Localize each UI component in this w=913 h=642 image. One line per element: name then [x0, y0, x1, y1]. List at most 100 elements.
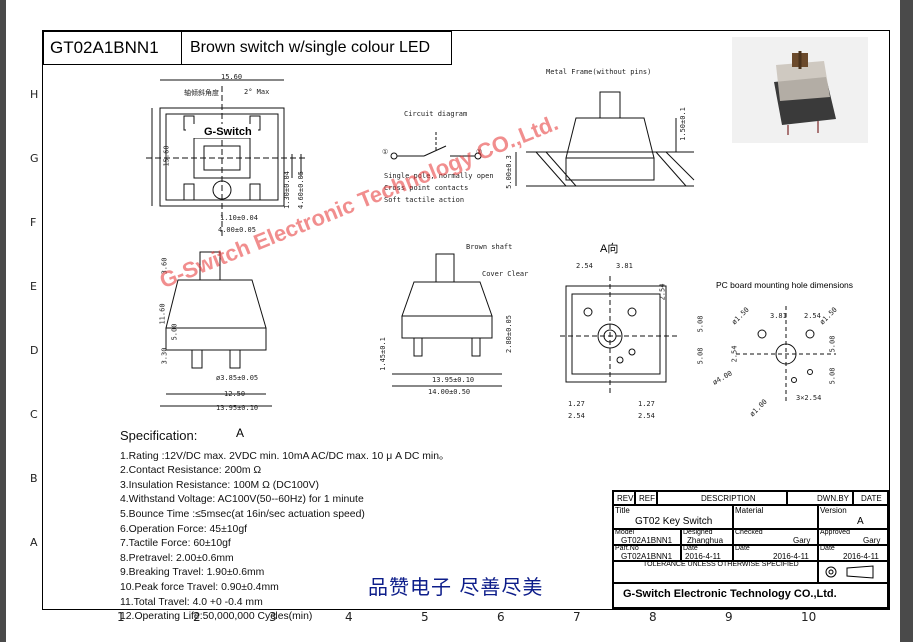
metal-frame-d2: 1.50±0.1	[678, 107, 687, 141]
dim-top-width: 15.60	[221, 73, 243, 81]
circuit-node-1: ①	[382, 148, 389, 156]
spec-item: 9.Breaking Travel: 1.90±0.6mm	[120, 567, 265, 579]
tb-date: DATE	[861, 494, 882, 503]
spec-item: 5.Bounce Time :≤5msec(at 16in/sec actuat…	[120, 508, 365, 520]
bottom-d9: 2.54	[638, 412, 655, 420]
column-number: 3	[269, 610, 277, 624]
dim-angle: 轴倾斜角度	[184, 89, 219, 97]
tb-partno-label: Part.No	[615, 545, 639, 552]
side-d2: 11.60	[158, 303, 167, 325]
bottom-d4: 5.08	[696, 315, 705, 333]
front-d3: 13.95±0.10	[432, 376, 475, 384]
tb-approved-label: Approved	[820, 529, 850, 536]
dim-top-3: 1.30±0.04	[282, 171, 291, 209]
front-cover-label: Cover Clear	[482, 270, 529, 278]
row-marker: C	[30, 408, 38, 421]
column-number: 4	[345, 610, 353, 624]
spec-heading: Specification:	[120, 428, 198, 443]
tb-material-label: Material	[735, 506, 764, 515]
tb-date2-value: 2016-4-11	[773, 552, 809, 561]
spec-item: 6.Operation Force: 45±10gf	[120, 523, 248, 535]
tb-company: G-Switch Electronic Technology CO.,Ltd.	[623, 588, 837, 600]
row-marker: F	[30, 216, 37, 229]
metal-frame-title: Metal Frame(without pins)	[546, 68, 652, 76]
part-code: GT02A1BNN1	[44, 32, 182, 64]
front-shaft-label: Brown shaft	[466, 243, 513, 251]
bottom-d8: 2.54	[568, 412, 585, 420]
dim-angle-max: 2° Max	[244, 88, 270, 96]
spec-item: 4.Withstand Voltage: AC100V(50--60Hz) fo…	[120, 494, 364, 506]
tb-ref: REF	[639, 494, 655, 503]
side-d5: ø3.85±0.05	[216, 374, 259, 382]
front-view-drawing	[392, 253, 502, 387]
tb-date2-label: Date	[735, 545, 750, 552]
pcb-d3: 2.54	[730, 345, 739, 363]
tb-description: DESCRIPTION	[701, 494, 756, 503]
row-marker: E	[30, 280, 37, 293]
bottom-d3: 2.54	[658, 283, 667, 301]
dim-top-2: 4.00±0.05	[218, 226, 256, 234]
tb-designed-label: Designed	[683, 529, 713, 536]
view-arrow-a: A	[236, 426, 245, 440]
tb-title-label: Title	[615, 506, 630, 515]
pcb-d4: 5.08	[828, 335, 837, 353]
circuit-node-2: ②	[476, 148, 483, 156]
bottom-d2: 3.81	[616, 262, 633, 270]
tb-date1-value: 2016-4-11	[685, 552, 721, 561]
bottom-d6: 1.27	[568, 400, 585, 408]
tb-checked-value: Gary	[793, 536, 811, 545]
side-d6: 12.50	[224, 390, 246, 398]
column-number: 6	[497, 610, 505, 624]
top-view-drawing	[146, 79, 306, 236]
chinese-slogan: 品赞电子 尽善尽美	[368, 575, 544, 599]
tb-dwn-by: DWN.BY	[817, 494, 849, 503]
column-number: 5	[421, 610, 429, 624]
column-number: 10	[801, 610, 817, 624]
tb-rev: REV	[617, 494, 634, 503]
dim-top-4: 4.60±0.05	[296, 171, 305, 209]
dim-top-height: 15.60	[162, 145, 171, 167]
spec-item: 11.Total Travel: 4.0 +0 -0.4 mm	[120, 596, 263, 608]
drawing-frame	[42, 30, 890, 610]
row-marker: B	[30, 472, 38, 485]
projection-symbol-icon	[825, 565, 874, 579]
spec-item: 1.Rating :12V/DC max. 2VDC min. 10mA AC/…	[120, 450, 450, 462]
tb-checked-label: Checked	[735, 529, 763, 536]
bottom-d1: 2.54	[576, 262, 593, 270]
pcb-d10: 3×2.54	[796, 394, 822, 402]
specification-block: Specification: 1.Rating :12V/DC max. 2VD…	[120, 428, 450, 625]
bottom-d7: 1.27	[638, 400, 655, 408]
row-marker: H	[30, 88, 39, 101]
product-photo	[732, 37, 868, 143]
dim-top-1: 1.10±0.04	[220, 214, 258, 222]
tb-version-label: Version	[820, 506, 847, 515]
tb-tolerance: TOLERANCE UNLESS OTHERWISE SPECIFIED	[643, 561, 799, 568]
bottom-d5: 5.08	[696, 347, 705, 365]
bottom-view-drawing	[560, 276, 680, 394]
spec-item: 8.Pretravel: 2.00±0.6mm	[120, 552, 234, 564]
tb-date1-label: Date	[683, 545, 698, 552]
front-d1: 1.45±0.1	[378, 337, 387, 371]
circuit-line-1: Single pole, normally open	[384, 172, 494, 180]
spec-item: 3.Insulation Resistance: 100M Ω (DC100V)	[120, 479, 319, 491]
metal-frame-d1: 5.00±0.3	[504, 155, 513, 189]
bottom-view-title: A向	[600, 243, 619, 255]
pcb-hole-drawing	[736, 306, 836, 402]
side-view-drawing	[160, 251, 272, 407]
circuit-diagram	[390, 132, 482, 160]
tb-model-value: GT02A1BNN1	[621, 536, 673, 545]
tb-designed-value: Zhanghua	[687, 536, 724, 545]
gswitch-logo: G-Switch	[204, 126, 252, 138]
column-number: 9	[725, 610, 733, 624]
pcb-d5: 5.08	[828, 367, 837, 385]
part-description: Brown switch w/single colour LED	[190, 39, 431, 56]
spec-item: 10.Peak force Travel: 0.90±0.4mm	[120, 581, 279, 593]
circuit-line-3: Soft tactile action	[384, 196, 465, 204]
metal-frame-drawing	[515, 91, 695, 187]
row-marker: A	[30, 536, 38, 549]
row-marker: G	[30, 152, 39, 165]
pcb-title: PC board mounting hole dimensions	[716, 280, 854, 290]
column-number: 8	[649, 610, 657, 624]
header-title-box: GT02A1BNN1 Brown switch w/single colour …	[43, 31, 452, 65]
pcb-d2: 2.54	[804, 312, 821, 320]
